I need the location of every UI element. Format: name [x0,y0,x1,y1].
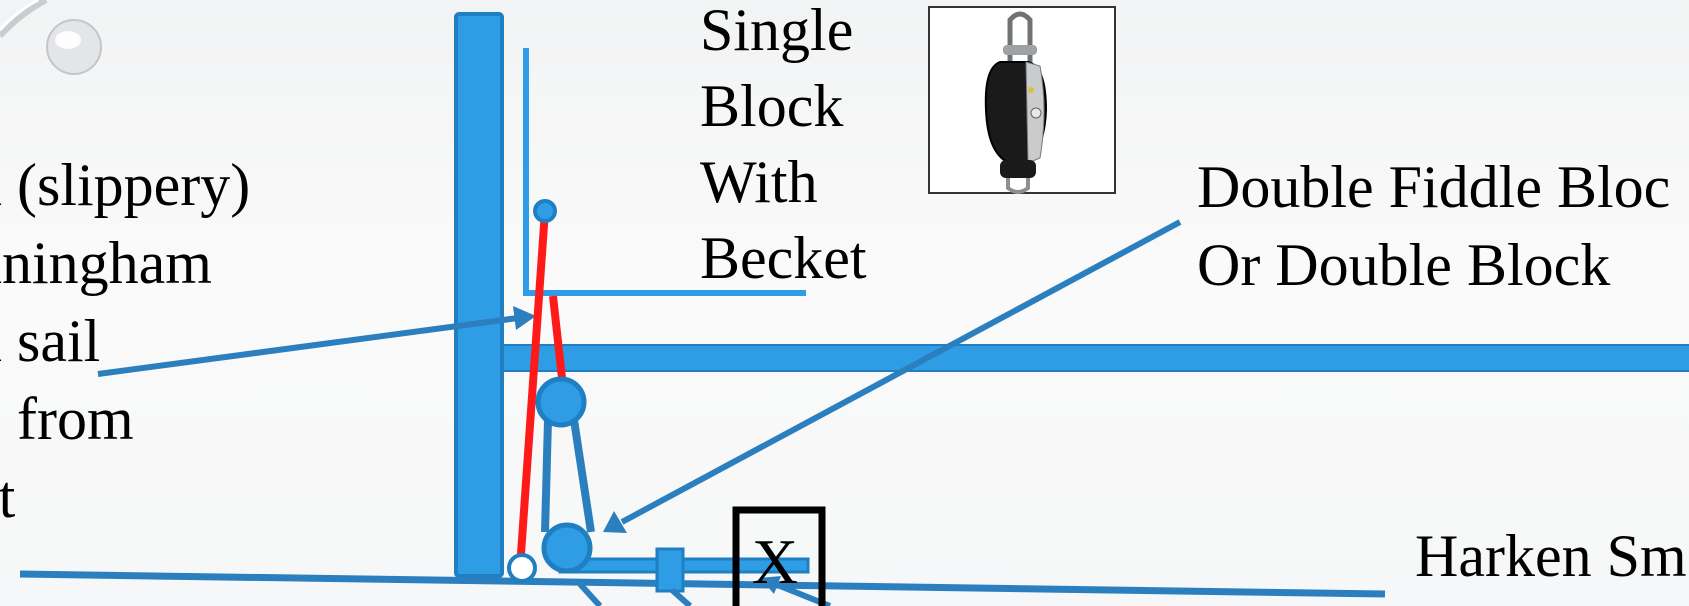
pointer-arrow-left [97,306,536,377]
double-block-line-2: Or Double Block [1197,232,1611,298]
left-text-line-5: et [0,464,16,530]
tack-ring [507,553,537,583]
single-block-with-becket-pulley-icon [928,6,1116,194]
strop-right [570,419,595,533]
strop-left [541,419,552,533]
left-text-line-4: p from [0,386,134,452]
pointer-arrow-double-block [603,219,1182,533]
double-block-label: Double Fiddle Bloc Or Double Block [1197,148,1670,304]
cunningham-description: n (slippery) nningham n sail p from et [0,146,250,536]
decorative-bead-icon [0,0,102,75]
left-text-line-3: n sail [0,308,101,374]
left-text-line-1: n (slippery) [0,152,251,218]
double-block-line-1: Double Fiddle Bloc [1197,154,1671,220]
single-block-line-1: Single [700,0,854,63]
cunningham-line-main [516,210,549,569]
single-block-line-2: Block [700,73,844,139]
single-block-line-3: With [700,149,818,215]
x-box [732,506,826,606]
left-text-line-2: nningham [0,230,212,296]
double-block [541,522,593,574]
single-block [535,376,587,428]
cunningham-line-to-block [549,295,566,379]
single-block-line-4: Becket [700,225,867,291]
boom [497,344,1689,372]
x-box-label: X [751,526,799,597]
deck-line [19,570,1386,598]
single-block-label: Single Block With Becket [700,0,867,296]
harken-label: Harken Sm [1415,523,1687,589]
mast [454,12,504,578]
deck-cleat [655,547,685,593]
sail-outline [523,48,806,296]
cunningham-cringle [533,199,557,223]
